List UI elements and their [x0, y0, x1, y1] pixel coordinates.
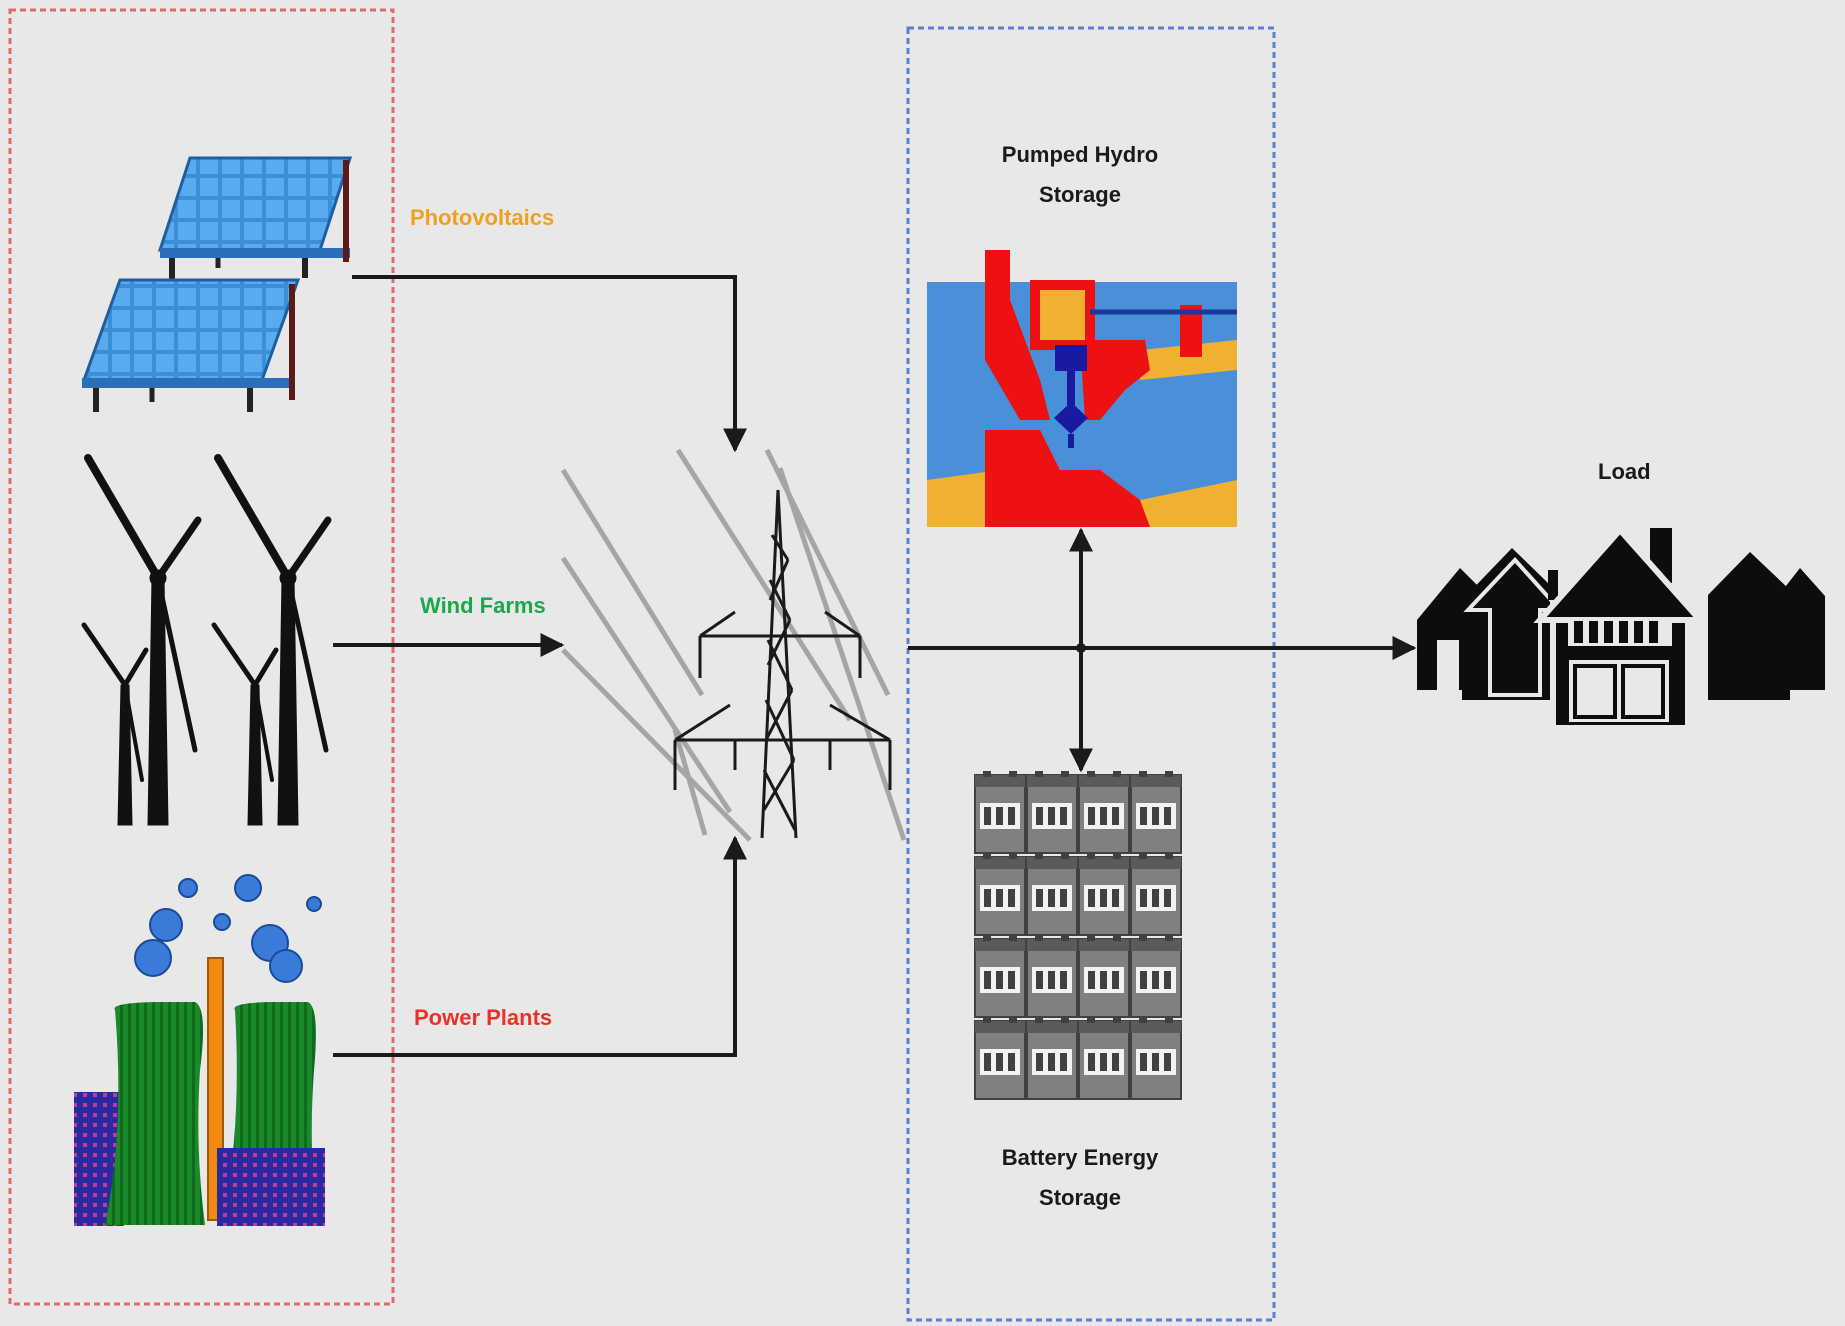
- battery-cell: [1130, 771, 1182, 854]
- battery-bank-icon: [974, 771, 1182, 1100]
- houses-icon: [1417, 525, 1825, 725]
- battery-cell: [1078, 935, 1130, 1018]
- battery-cell: [1078, 1017, 1130, 1100]
- battery-cell: [1026, 771, 1078, 854]
- battery-cell: [1026, 1017, 1078, 1100]
- storage-group-box: [906, 26, 1276, 1322]
- transmission-tower-icon: [560, 448, 907, 842]
- wind-turbine-icon: [81, 454, 332, 826]
- battery-cell: [974, 771, 1026, 854]
- battery-cell: [1078, 853, 1130, 936]
- pumped-hydro-label: Pumped Hydro Storage: [980, 135, 1180, 215]
- battery-cell: [974, 935, 1026, 1018]
- photovoltaics-label: Photovoltaics: [410, 205, 555, 230]
- power-plants-label: Power Plants: [414, 1005, 553, 1030]
- battery-cell: [1026, 853, 1078, 936]
- battery-energy-label: Battery Energy Storage: [980, 1138, 1180, 1218]
- battery-cell: [1130, 1017, 1182, 1100]
- pumped-hydro-label-line1: Pumped Hydro: [1001, 142, 1159, 167]
- battery-energy-label-line1: Battery Energy: [1001, 1145, 1159, 1170]
- powerplants-to-grid-arrow: [333, 835, 747, 1057]
- power-plant-icon: [74, 874, 325, 1226]
- battery-energy-label-line2: Storage: [1039, 1185, 1121, 1210]
- load-label: Load: [1598, 459, 1651, 484]
- battery-cell: [974, 1017, 1026, 1100]
- pumped-hydro-label-line2: Storage: [1039, 182, 1121, 207]
- battery-cell: [974, 853, 1026, 936]
- battery-cell: [1130, 853, 1182, 936]
- pumped-hydro-icon: [927, 250, 1237, 527]
- battery-cell: [1130, 935, 1182, 1018]
- generation-group-box: [8, 8, 395, 1306]
- wind-farms-label: Wind Farms: [420, 593, 546, 618]
- solar-panel-icon: [81, 156, 353, 412]
- junction-dot: [1076, 643, 1086, 653]
- battery-cell: [1078, 771, 1130, 854]
- battery-cell: [1026, 935, 1078, 1018]
- photovoltaics-to-grid-arrow: [352, 275, 747, 453]
